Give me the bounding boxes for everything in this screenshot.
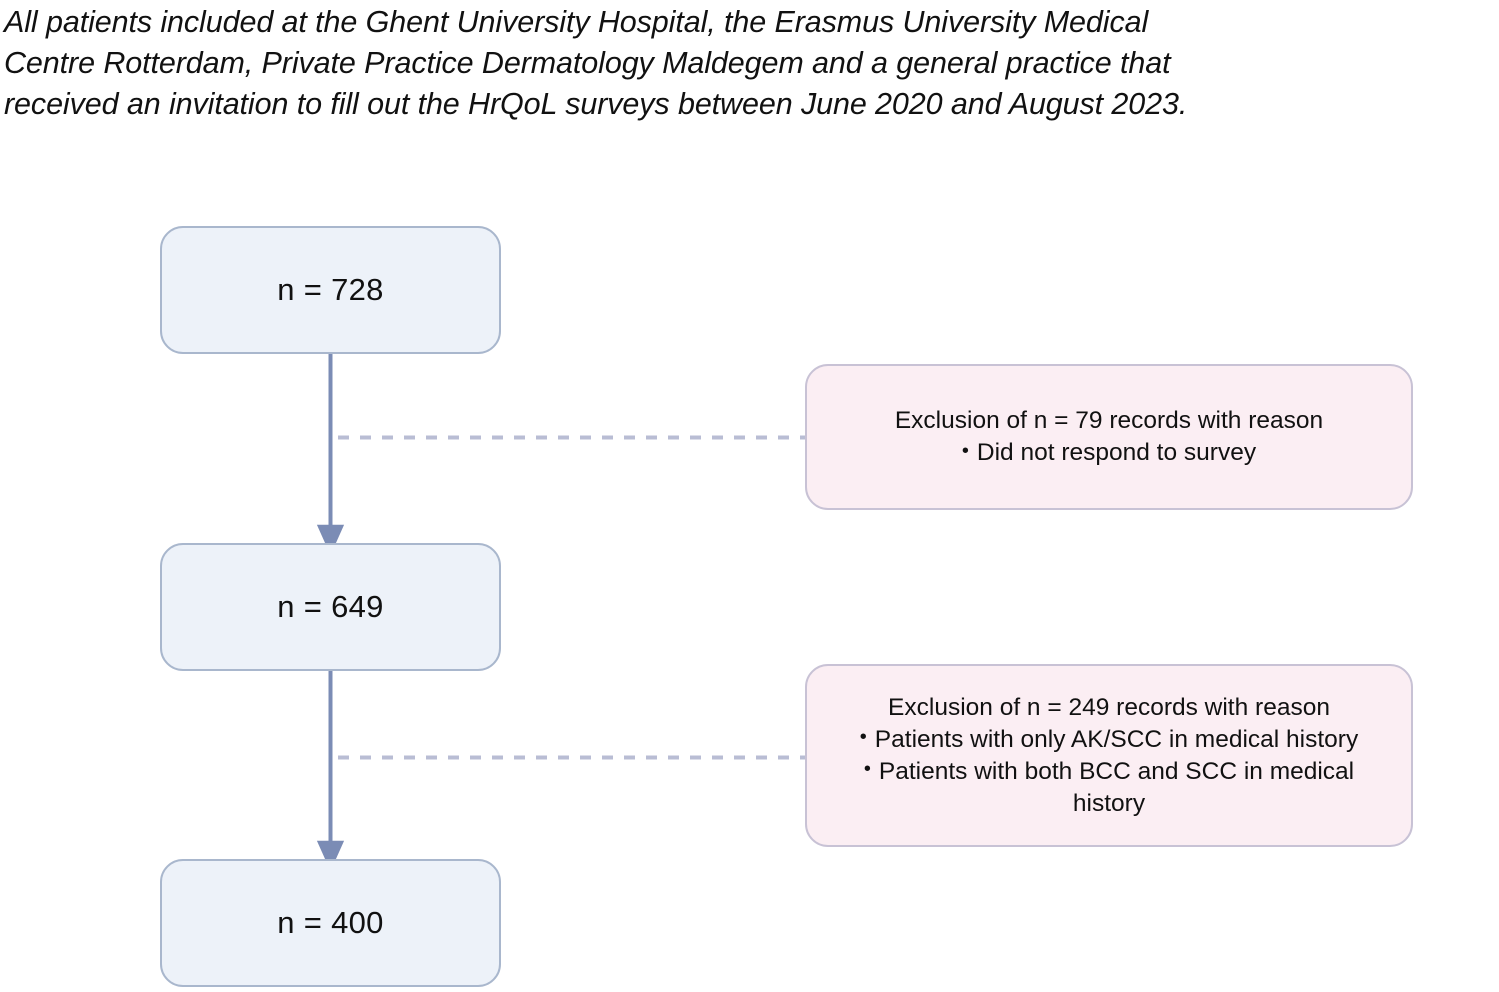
exclusion-reason-item: • Did not respond to survey [823, 437, 1395, 469]
flow-node-label: n = 649 [277, 589, 384, 624]
exclusion-reason-text: Did not respond to survey [976, 439, 1257, 466]
exclusion-reason-item: • Patients with only AK/SCC in medical hi… [823, 724, 1395, 756]
exclusion-reason-text: Patients with both BCC and SCC in medica… [878, 757, 1355, 817]
flow-node-label: n = 728 [277, 272, 384, 307]
exclusion-reason-list: • Did not respond to survey [823, 437, 1395, 469]
exclusion-box-2[interactable]: Exclusion of n = 249 records with reason… [805, 664, 1413, 847]
caption-line-2: Centre Rotterdam, Private Practice Derma… [4, 46, 1171, 80]
exclusion-reason-list: •Patients with only AK/SCC in medical hi… [823, 724, 1395, 820]
flow-node-total-invited[interactable]: n = 728 [160, 226, 501, 354]
figure-caption: All patients included at the Ghent Unive… [4, 2, 1496, 125]
flow-node-included[interactable]: n = 400 [160, 859, 501, 987]
flow-node-responded[interactable]: n = 649 [160, 543, 501, 671]
exclusion-heading: Exclusion of n = 79 records with reason [894, 407, 1324, 434]
flow-node-label: n = 400 [277, 905, 384, 940]
exclusion-box-1[interactable]: Exclusion of n = 79 records with reason … [805, 364, 1413, 510]
bullet-icon: • [961, 439, 969, 462]
exclusion-reason-text: Patients with only AK/SCC in medical his… [874, 725, 1359, 753]
exclusion-heading: Exclusion of n = 249 records with reason [888, 693, 1330, 721]
caption-line-3: received an invitation to fill out the H… [4, 87, 1188, 121]
exclusion-reason-item: • Patients with both BCC and SCC in medic… [823, 756, 1395, 820]
bullet-icon: • [859, 726, 867, 749]
bullet-icon: • [863, 758, 871, 781]
caption-line-1: All patients included at the Ghent Unive… [4, 5, 1149, 39]
